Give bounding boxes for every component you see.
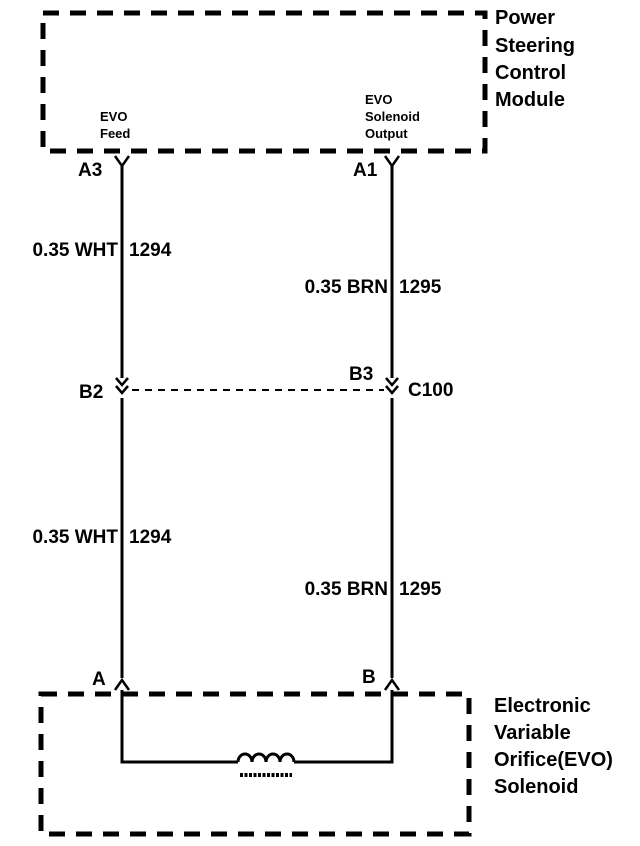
pin-desc-evo-output-line-1: EVO bbox=[365, 92, 392, 107]
evo-solenoid: A B Electronic Variable Orifice(EVO) Sol… bbox=[38, 667, 613, 837]
solenoid-internal-wire-a bbox=[120, 690, 238, 764]
wire-1295-upper-circuit: 1295 bbox=[399, 277, 442, 298]
module-pin-a1-symbol bbox=[383, 155, 401, 169]
solenoid-coil-icon bbox=[236, 752, 296, 763]
wire-1294-upper-circuit: 1294 bbox=[129, 240, 172, 261]
pin-desc-evo-feed-line-2: Feed bbox=[100, 126, 130, 141]
wire-1295-lower-circuit: 1295 bbox=[399, 579, 442, 600]
solenoid-pin-a-label: A bbox=[92, 669, 106, 690]
solenoid-title-line-4: Solenoid bbox=[494, 776, 578, 798]
pin-desc-evo-output-line-3: Output bbox=[365, 126, 408, 141]
wire-1294-lower-circuit: 1294 bbox=[129, 527, 172, 548]
solenoid-pin-b-label: B bbox=[362, 667, 376, 688]
module-title-line-1: Power bbox=[495, 7, 555, 29]
module-pin-a3-label: A3 bbox=[78, 160, 102, 181]
wire-1294-lower-gauge: 0.35 WHT bbox=[32, 527, 118, 548]
solenoid-title-line-1: Electronic bbox=[494, 695, 591, 717]
control-module-boundary bbox=[40, 10, 488, 154]
solenoid-title-line-3: Orifice(EVO) bbox=[494, 749, 613, 771]
solenoid-internal-wire-b bbox=[294, 690, 394, 764]
wire-1294-upper-gauge: 0.35 WHT bbox=[32, 240, 118, 261]
wire-1295-upper-gauge: 0.35 BRN bbox=[305, 277, 388, 298]
solenoid-pin-b-symbol bbox=[383, 677, 401, 691]
solenoid-title-line-2: Variable bbox=[494, 722, 571, 744]
connector-pin-b2-symbol bbox=[115, 377, 129, 395]
connector-pin-b2-label: B2 bbox=[79, 382, 103, 403]
module-title-line-2: Steering bbox=[495, 35, 575, 57]
pin-desc-evo-feed-line-1: EVO bbox=[100, 109, 127, 124]
connector-pin-b3-label: B3 bbox=[349, 364, 373, 385]
control-module: Power Steering Control Module EVO Feed E… bbox=[40, 7, 575, 181]
wire-1295-lower-gauge: 0.35 BRN bbox=[305, 579, 388, 600]
wire-circuit-1294: 0.35 WHT 1294 0.35 WHT 1294 bbox=[32, 166, 172, 678]
connector-pin-b3-symbol bbox=[385, 377, 399, 395]
connector-c100-label: C100 bbox=[408, 380, 453, 401]
solenoid-pin-a-symbol bbox=[113, 677, 131, 691]
module-pin-a1-label: A1 bbox=[353, 160, 378, 181]
solenoid-boundary bbox=[38, 691, 472, 837]
module-pin-a3-symbol bbox=[113, 155, 131, 169]
pin-desc-evo-output-line-2: Solenoid bbox=[365, 109, 420, 124]
module-title-line-4: Module bbox=[495, 89, 565, 111]
wire-circuit-1295: 0.35 BRN 1295 0.35 BRN 1295 bbox=[305, 166, 442, 678]
module-title-line-3: Control bbox=[495, 62, 566, 84]
connector-c100: B2 B3 C100 bbox=[79, 364, 453, 403]
